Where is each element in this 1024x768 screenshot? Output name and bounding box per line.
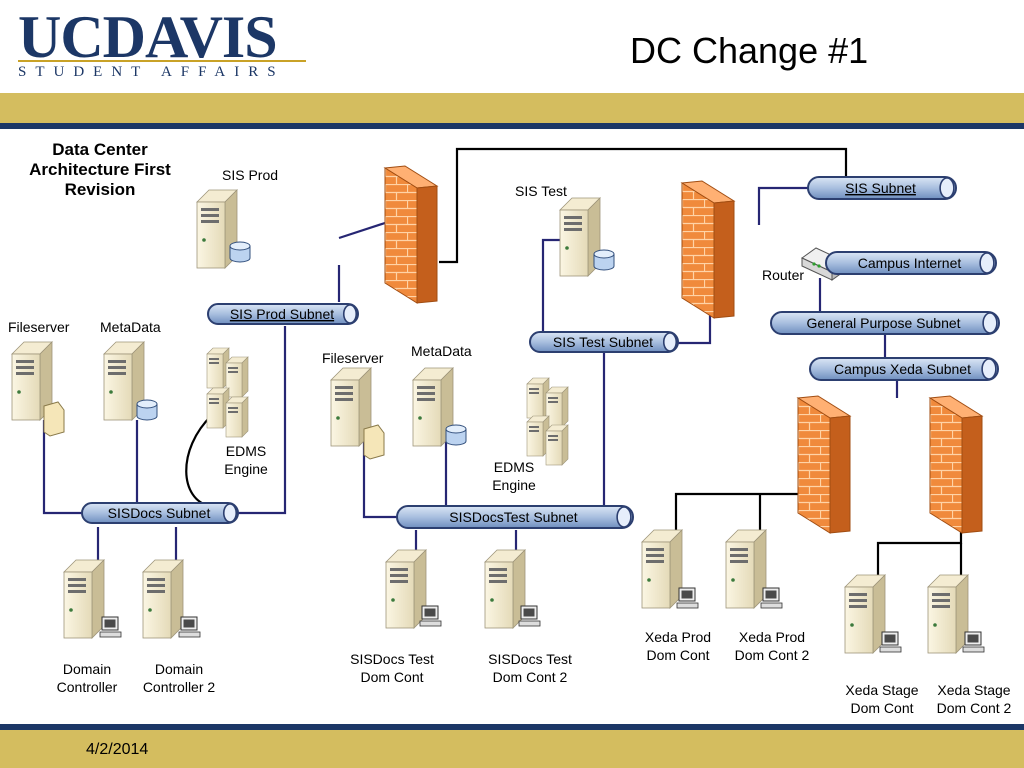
label-sis-test: SIS Test — [515, 183, 567, 199]
firewall-xeda-stage — [929, 395, 983, 534]
label-metadata-1: MetaData — [100, 319, 161, 335]
server-xeda-prod-1 — [641, 529, 683, 609]
connections — [42, 186, 899, 560]
label-domain-controller-2: Domain Controller 2 — [142, 661, 216, 695]
label-xeda-prod-1: Xeda Prod Dom Cont — [644, 629, 712, 663]
server-edms-2d — [545, 424, 569, 466]
ucdavis-logo: UCDAVIS — [18, 4, 278, 70]
subnet-label-campus-internet: Campus Internet — [858, 255, 962, 271]
subnet-sis-prod: SIS Prod Subnet — [207, 303, 359, 325]
folder-icon — [43, 401, 65, 437]
subnet-label-sisdocs: SISDocs Subnet — [108, 505, 211, 521]
server-domain-controller-2 — [142, 559, 184, 639]
header-band — [0, 93, 1024, 123]
label-xeda-stage-2: Xeda Stage Dom Cont 2 — [936, 682, 1012, 716]
firewall-sis-prod — [384, 165, 438, 304]
server-xeda-stage-2 — [927, 574, 969, 654]
label-xeda-prod-2: Xeda Prod Dom Cont 2 — [734, 629, 810, 663]
subnet-general-purpose: General Purpose Subnet — [770, 311, 1000, 335]
label-fileserver-1: Fileserver — [8, 319, 70, 335]
database-icon — [136, 399, 158, 421]
subnet-sis-test: SIS Test Subnet — [529, 331, 679, 353]
pc-icon — [962, 631, 985, 653]
header-rule — [0, 123, 1024, 129]
diagram-heading: Data Center Architecture First Revision — [29, 140, 171, 199]
subnet-label-sis-prod: SIS Prod Subnet — [230, 306, 334, 322]
label-sisdocs-test-2: SISDocs Test Dom Cont 2 — [488, 651, 572, 685]
database-icon — [229, 241, 251, 263]
logo-rule — [18, 60, 306, 62]
subnet-campus-internet: Campus Internet — [825, 251, 997, 275]
pc-icon — [760, 587, 783, 609]
subnet-sisdocs: SISDocs Subnet — [81, 502, 239, 524]
label-xeda-stage-1: Xeda Stage Dom Cont — [845, 682, 919, 716]
pc-icon — [419, 605, 442, 627]
server-xeda-stage-1 — [844, 574, 886, 654]
server-xeda-prod-2 — [725, 529, 767, 609]
server-edms-1b — [225, 356, 249, 398]
server-edms-1c — [206, 387, 230, 429]
subnet-label-sis-test: SIS Test Subnet — [553, 334, 653, 350]
logo-subtitle: STUDENT AFFAIRS — [18, 64, 285, 80]
footer-rule — [0, 724, 1024, 730]
subnet-label-general-purpose: General Purpose Subnet — [806, 315, 960, 331]
pc-icon — [879, 631, 902, 653]
server-edms-1d — [225, 396, 249, 438]
pc-icon — [676, 587, 699, 609]
firewall-xeda-prod — [797, 395, 851, 534]
pc-icon — [99, 616, 122, 638]
label-sisdocs-test-1: SISDocs Test Dom Cont — [350, 651, 434, 685]
database-icon — [593, 249, 615, 271]
label-sis-prod: SIS Prod — [222, 167, 279, 183]
subnet-campus-xeda: Campus Xeda Subnet — [809, 357, 999, 381]
subnet-label-sis: SIS Subnet — [845, 180, 916, 196]
pc-icon — [178, 616, 201, 638]
label-metadata-2: MetaData — [411, 343, 472, 359]
slide-title: DC Change #1 — [630, 30, 869, 71]
label-router: Router — [762, 267, 805, 283]
label-fileserver-2: Fileserver — [322, 350, 384, 366]
subnet-sis: SIS Subnet — [807, 176, 957, 200]
pc-icon — [518, 605, 541, 627]
label-domain-controller: Domain Controller — [56, 661, 118, 695]
subnet-label-campus-xeda: Campus Xeda Subnet — [834, 361, 971, 377]
subnet-label-sisdocs-test: SISDocsTest Subnet — [449, 509, 578, 525]
footer-band — [0, 730, 1024, 768]
server-edms-1a — [206, 347, 230, 389]
database-icon — [445, 424, 467, 446]
folder-icon — [363, 424, 385, 460]
label-edms-2: EDMS Engine — [492, 459, 536, 493]
server-sisdocs-test-1 — [385, 549, 427, 629]
label-edms-1: EDMS Engine — [224, 443, 268, 477]
footer-date: 4/2/2014 — [86, 741, 149, 758]
server-sisdocs-test-2 — [484, 549, 526, 629]
server-domain-controller — [63, 559, 105, 639]
firewall-sis-test — [681, 180, 735, 319]
subnet-sisdocs-test: SISDocsTest Subnet — [396, 505, 634, 529]
